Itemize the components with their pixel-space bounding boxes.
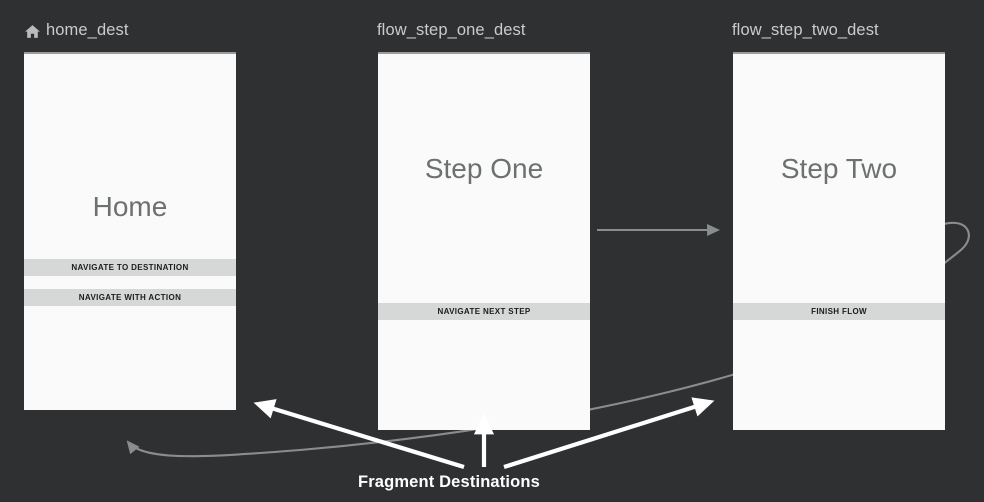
button-navigate-next-step[interactable]: NAVIGATE NEXT STEP	[378, 303, 590, 320]
screen-title-home: Home	[92, 191, 168, 222]
destination-flow_step_two_dest[interactable]: flow_step_two_dest Step Two FINISH FLOW	[732, 20, 945, 430]
screen-title-step-one: Step One	[424, 153, 544, 184]
destination-label-text: flow_step_one_dest	[377, 21, 526, 39]
destination-label-text: flow_step_two_dest	[732, 21, 879, 39]
button-navigate-with-action[interactable]: NAVIGATE WITH ACTION	[24, 289, 236, 306]
screen-title-step-two: Step Two	[780, 153, 898, 184]
destination-label-home_dest: home_dest	[24, 20, 129, 40]
callout-arrow-to-home	[253, 399, 465, 470]
button-finish-flow[interactable]: FINISH FLOW	[733, 303, 945, 320]
screen-preview-home_dest[interactable]: Home NAVIGATE TO DESTINATION NAVIGATE WI…	[24, 52, 236, 410]
button-navigate-to-destination[interactable]: NAVIGATE TO DESTINATION	[24, 259, 236, 276]
edge-step-two-to-home	[126, 221, 970, 458]
destination-flow_step_one_dest[interactable]: flow_step_one_dest Step One NAVIGATE NEX…	[377, 20, 590, 430]
callout-caption: Fragment Destinations	[358, 473, 540, 491]
destination-label-flow_step_two_dest: flow_step_two_dest	[732, 20, 879, 40]
destination-label-text: home_dest	[46, 21, 129, 39]
screen-preview-flow_step_one_dest[interactable]: Step One NAVIGATE NEXT STEP	[378, 52, 590, 430]
callout-arrow-to-step-two	[503, 397, 715, 470]
screen-preview-flow_step_two_dest[interactable]: Step Two FINISH FLOW	[733, 52, 945, 430]
destination-label-flow_step_one_dest: flow_step_one_dest	[377, 20, 526, 40]
destination-home_dest[interactable]: home_dest Home NAVIGATE TO DESTINATION N…	[24, 20, 236, 410]
home-icon	[24, 23, 41, 40]
